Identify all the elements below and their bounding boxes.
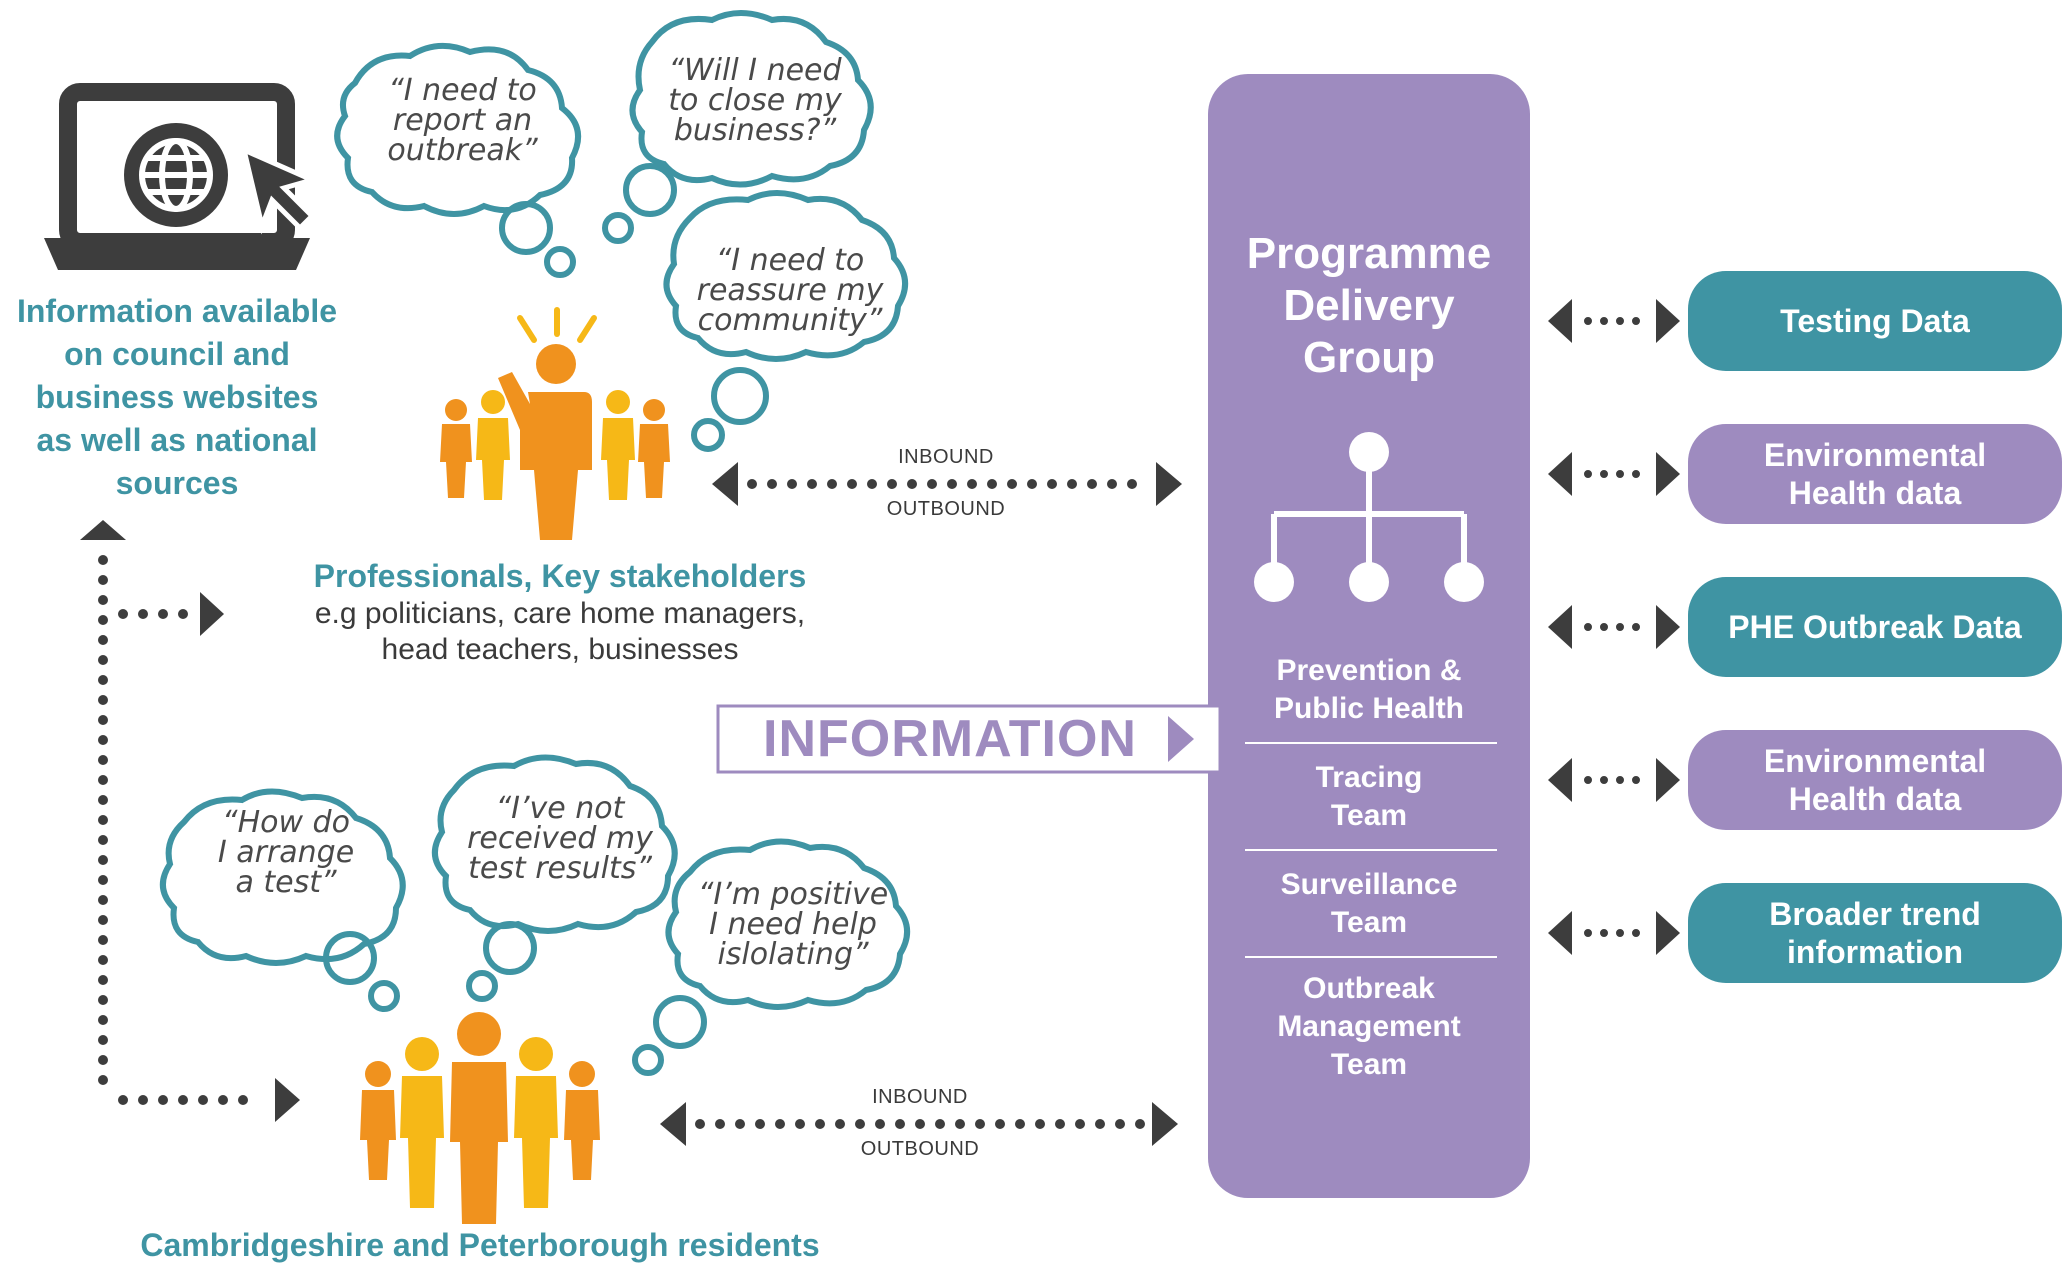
website-label-line: sources	[115, 465, 239, 501]
data-arrow	[1548, 758, 1680, 802]
data-source-label: Testing Data	[1780, 303, 1970, 339]
data-source-phe-outbreak: PHE Outbreak Data	[1688, 577, 2062, 677]
information-label: INFORMATION	[763, 710, 1137, 768]
pdg-panel	[1208, 74, 1530, 1198]
data-source-label: Health data	[1788, 781, 1962, 817]
thought-bubble	[663, 190, 908, 362]
bubble-line: I need help	[709, 907, 877, 942]
bubble-line: business?”	[673, 113, 837, 148]
pdg-section-line: Outbreak	[1303, 972, 1435, 1005]
information-box	[716, 704, 1222, 774]
website-label-line: business websites	[35, 379, 319, 415]
pdg-section-line: Public Health	[1273, 692, 1465, 725]
pdg-section-line: Team	[1330, 799, 1408, 832]
data-arrow	[1548, 605, 1680, 649]
professionals-subtitle: e.g politicians, care home managers, hea…	[250, 596, 870, 668]
bubble-line: “I’m positive	[697, 877, 889, 912]
bubble-line: reassure my	[696, 273, 884, 308]
pdg-section-line: Team	[1330, 906, 1408, 939]
thought-bubble	[629, 10, 874, 188]
top-inbound-label: INBOUND	[898, 446, 994, 468]
pdg-title: Programme Delivery Group	[1208, 228, 1530, 384]
bottom-outbound-label: OUTBOUND	[860, 1138, 980, 1160]
pdg-divider	[1245, 849, 1497, 851]
pdg-section-prevention: Prevention & Public Health	[1238, 652, 1500, 728]
speaker-crowd-icon	[440, 307, 670, 540]
website-label-line: Information available	[16, 293, 338, 329]
bubble-line: “I’ve not	[495, 791, 625, 826]
bubble-close-business: “Will I need to close my business?”	[662, 56, 848, 146]
data-source-label: Broader trend	[1769, 896, 1981, 932]
bubble-line: “I need to	[388, 73, 537, 108]
website-connector	[80, 520, 300, 1122]
bubble-line: I arrange	[217, 835, 355, 870]
top-outbound-label: OUTBOUND	[886, 498, 1006, 520]
pdg-section-line: Surveillance	[1280, 868, 1458, 901]
data-source-label: Environmental	[1763, 743, 1987, 779]
thought-bubble	[160, 788, 406, 966]
bubble-need-help-isolating: “I’m positive I need help islolating”	[684, 880, 902, 970]
people-group-icon	[360, 1012, 600, 1224]
data-source-label: Environmental	[1763, 437, 1987, 473]
laptop-globe-cursor-icon	[44, 83, 320, 270]
information-arrow-icon	[1168, 716, 1194, 762]
pdg-divider	[1245, 742, 1497, 744]
thought-bubble	[665, 838, 910, 1010]
data-arrow	[1548, 299, 1680, 343]
pdg-title-line: Programme	[1246, 229, 1492, 278]
bubble-line: to close my	[668, 83, 842, 118]
website-label: Information available on council and bus…	[0, 290, 354, 505]
bottom-flow-arrow	[660, 1102, 1178, 1146]
data-source-testing: Testing Data	[1688, 271, 2062, 371]
bubble-line: “I need to	[715, 243, 865, 278]
pdg-section-line: Prevention &	[1276, 654, 1462, 687]
data-source-label: PHE Outbreak Data	[1728, 609, 2022, 645]
pdg-section-line: Team	[1330, 1048, 1408, 1081]
data-arrow	[1548, 452, 1680, 496]
bubble-line: test results”	[468, 851, 652, 886]
bubble-line: outbreak”	[387, 133, 538, 168]
thought-bubble	[334, 42, 582, 217]
bubble-arrange-test: “How do I arrange a test”	[196, 808, 376, 898]
bubble-line: a test”	[235, 865, 337, 900]
bubble-line: received my	[467, 821, 653, 856]
bubble-line: islolating”	[717, 937, 869, 972]
bubble-line: report an	[392, 103, 533, 138]
residents-thought-bubbles	[160, 754, 910, 1076]
top-flow-arrow	[712, 462, 1182, 506]
pdg-section-line: Tracing	[1315, 761, 1423, 794]
org-chart-icon	[1254, 432, 1484, 602]
data-source-arrows	[1548, 299, 1680, 955]
residents-title: Cambridgeshire and Peterborough resident…	[140, 1227, 820, 1263]
pdg-section-line: Management	[1277, 1010, 1461, 1043]
professionals-thought-bubbles	[334, 10, 908, 452]
bubble-line: “Will I need	[668, 53, 842, 88]
professionals-subtitle-line: head teachers, businesses	[381, 633, 739, 666]
professionals-label: Professionals, Key stakeholders e.g poli…	[250, 556, 870, 668]
data-source-label: information	[1787, 934, 1963, 970]
bottom-inbound-label: INBOUND	[872, 1086, 968, 1108]
pdg-section-surveillance: Surveillance Team	[1238, 866, 1500, 942]
data-arrow	[1548, 911, 1680, 955]
pdg-section-outbreak-management: Outbreak Management Team	[1238, 970, 1500, 1084]
professionals-subtitle-line: e.g politicians, care home managers,	[314, 597, 806, 630]
pdg-title-line: Delivery	[1283, 281, 1455, 330]
thought-bubble	[432, 754, 678, 934]
data-source-label: Health data	[1788, 475, 1962, 511]
pdg-title-line: Group	[1303, 333, 1435, 382]
pdg-divider	[1245, 956, 1497, 958]
bubble-test-results: “I’ve not received my test results”	[462, 794, 658, 884]
bubble-reassure-community: “I need to reassure my community”	[690, 246, 890, 336]
pdg-section-tracing: Tracing Team	[1238, 759, 1500, 835]
website-label-line: on council and	[64, 336, 290, 372]
bubble-line: “How do	[222, 805, 350, 840]
website-label-line: as well as national	[36, 422, 318, 458]
bubble-report-outbreak: “I need to report an outbreak”	[370, 76, 555, 166]
professionals-title: Professionals, Key stakeholders	[313, 558, 807, 594]
bubble-line: community”	[697, 303, 883, 338]
